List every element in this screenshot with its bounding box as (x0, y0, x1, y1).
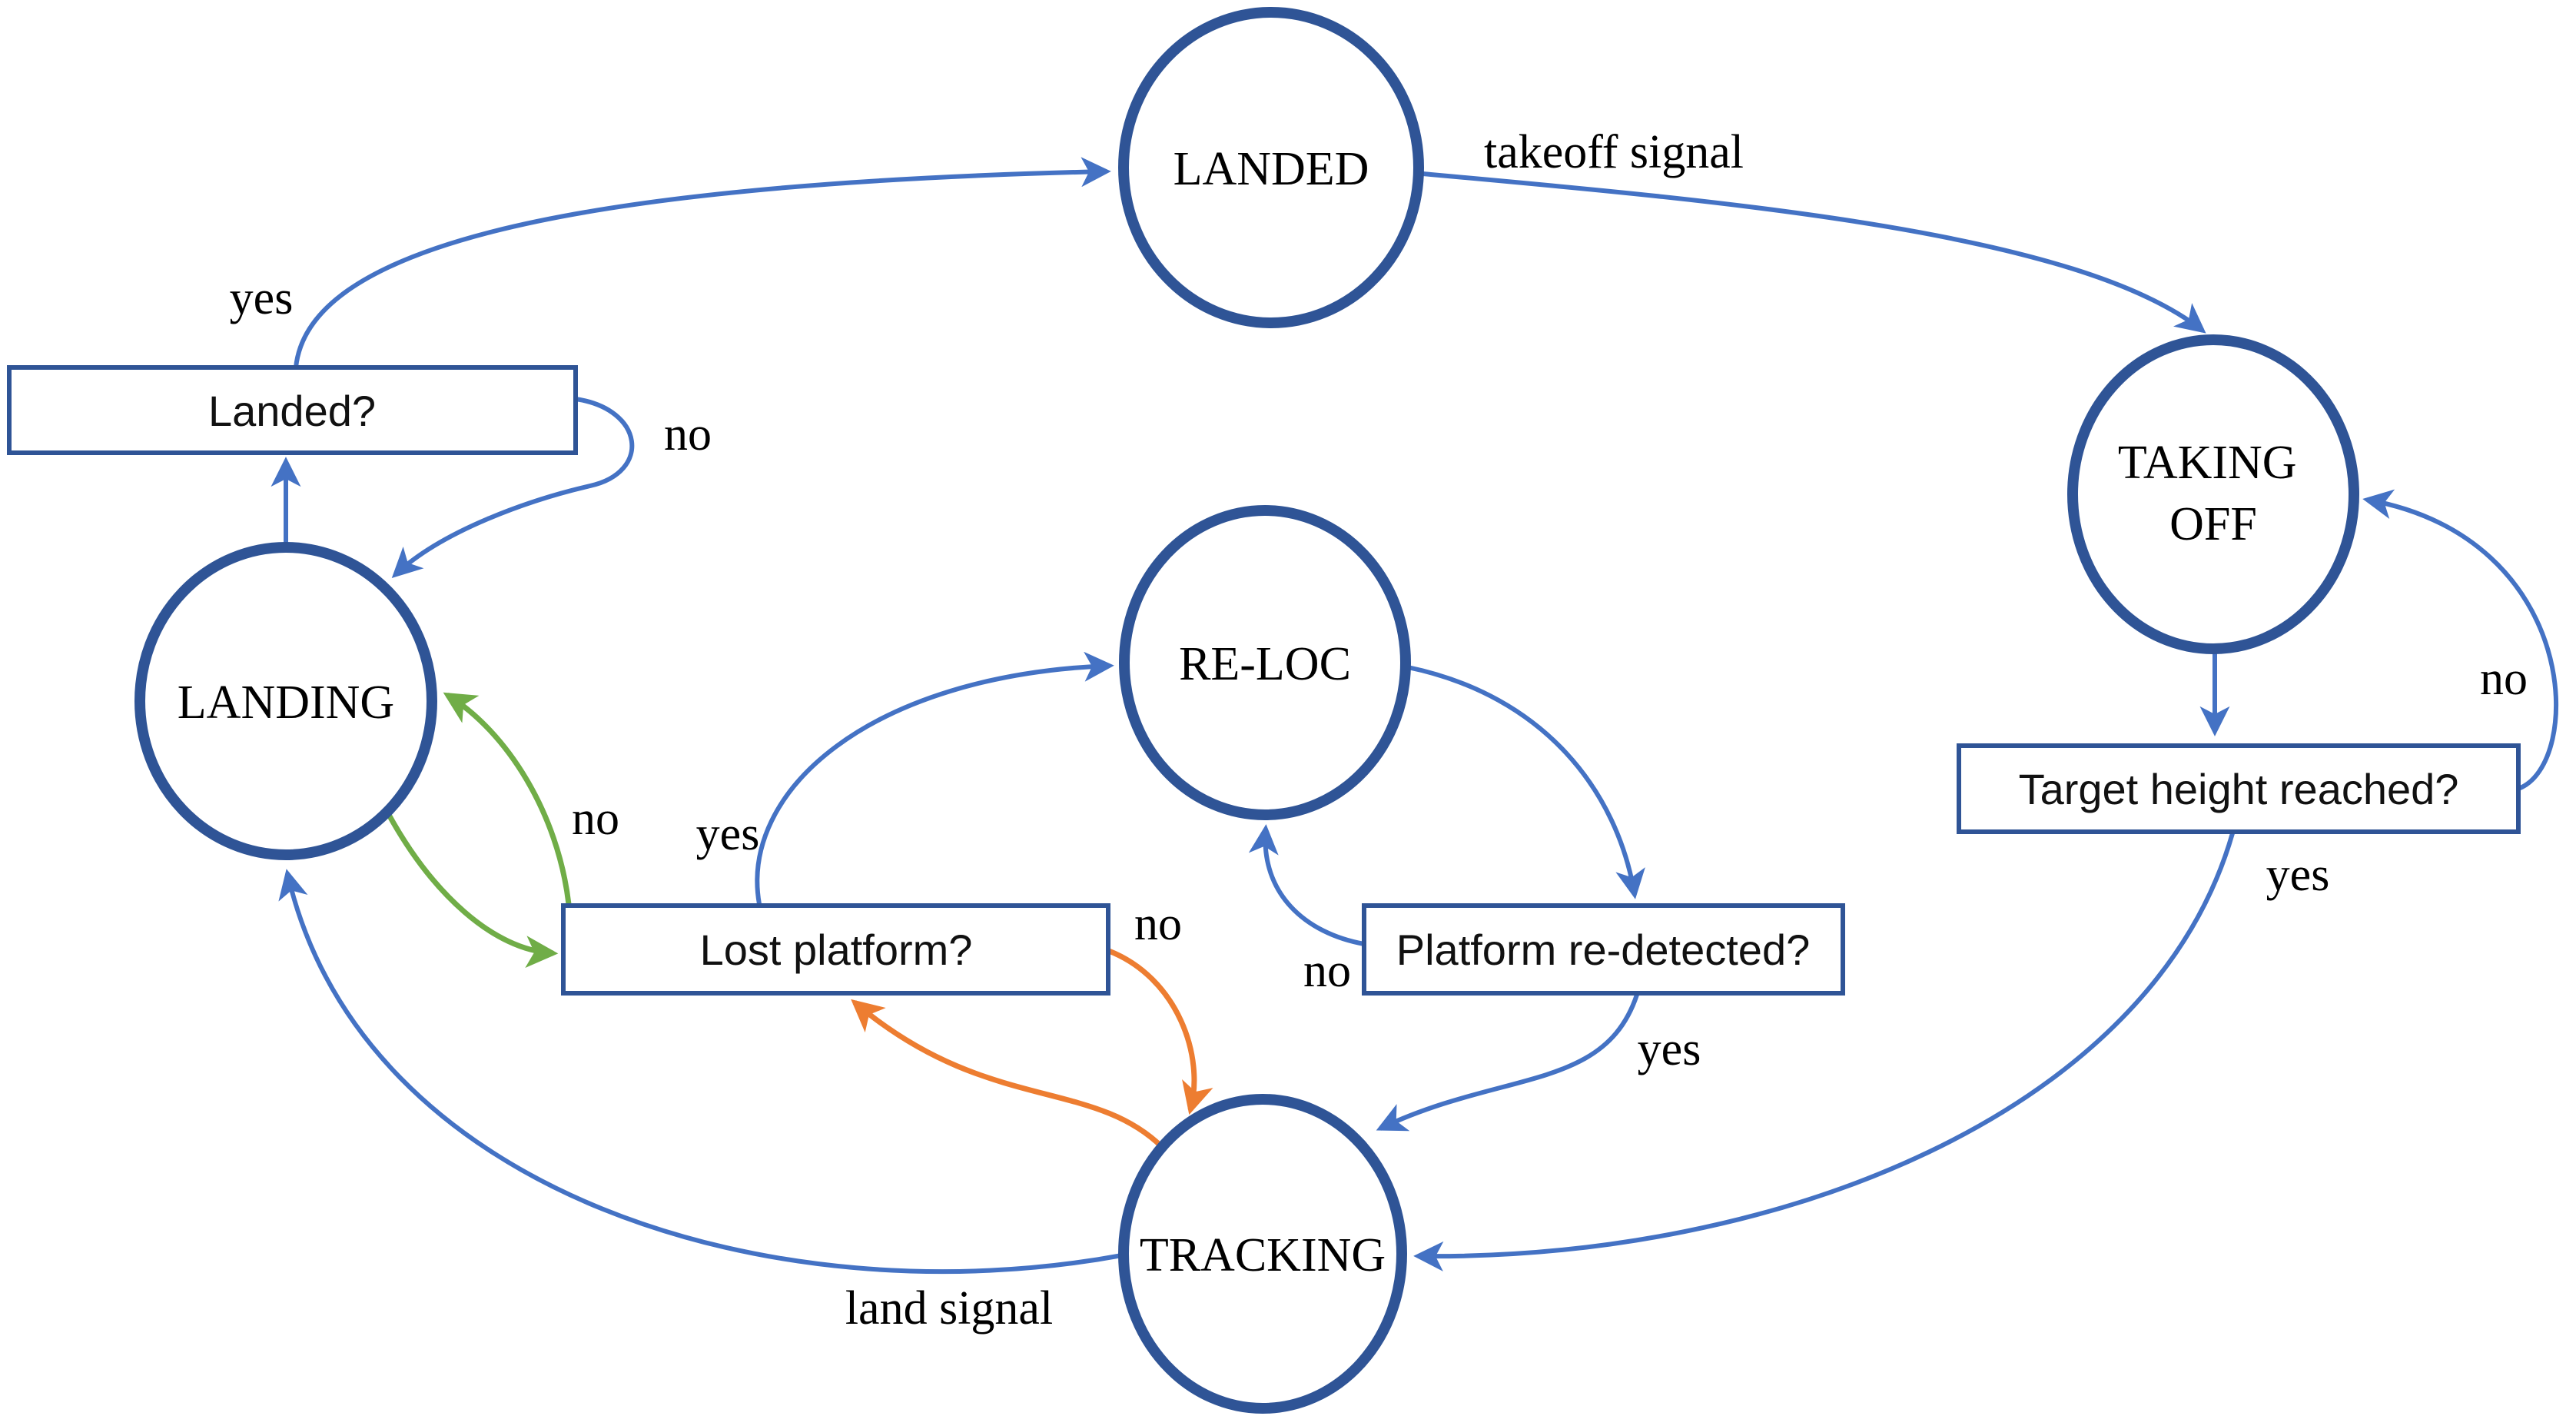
edge-land-signal (278, 869, 1123, 1275)
state-landed-circle (1118, 7, 1424, 328)
edge-landed-no (391, 397, 635, 579)
state-tracking: TRACKING (1118, 1094, 1407, 1414)
state-taking-off-label: TAKING OFF (2118, 437, 2309, 550)
edge-landed-yes (294, 157, 1111, 368)
label-landed-yes: yes (230, 272, 294, 324)
label-takeoff-signal: takeoff signal (1484, 126, 1744, 178)
decision-platform-redetected-q-box (1362, 903, 1845, 996)
decision-target-height-q-label: Target height reached? (2019, 765, 2459, 813)
decision-target-height-q: Target height reached? (1957, 743, 2521, 834)
decision-lost-platform-q-box (561, 903, 1110, 996)
state-landing-label: LANDING (178, 676, 394, 729)
state-taking-off: TAKING OFF (2067, 334, 2359, 654)
decision-platform-redetected-q-label: Platform re-detected? (1396, 926, 1810, 974)
state-taking-off-circle (2067, 334, 2359, 654)
decision-platform-redetected-q: Platform re-detected? (1362, 903, 1845, 996)
label-lost-no-orange: no (1134, 898, 1182, 950)
decision-landed-q-box (7, 365, 578, 455)
decision-landed-q-label: Landed? (208, 387, 376, 435)
state-landing: LANDING (134, 542, 437, 860)
label-lost-yes: yes (696, 808, 760, 860)
edge-tracking-to-lostq (851, 999, 1164, 1149)
edge-takeoff-signal (1422, 171, 2206, 334)
label-target-yes: yes (2266, 849, 2330, 901)
state-re-loc-label: RE-LOC (1179, 638, 1351, 690)
edge-lost-no-orange (1107, 948, 1213, 1115)
label-land-signal: land signal (845, 1282, 1053, 1335)
label-target-no: no (2480, 653, 2528, 705)
label-redetected-yes: yes (1638, 1023, 1701, 1075)
state-landed: LANDED (1118, 7, 1424, 328)
state-tracking-circle (1118, 1094, 1407, 1414)
edge-target-yes (1413, 833, 2235, 1271)
edge-redetected-yes (1376, 994, 1639, 1132)
state-landing-circle (134, 542, 437, 860)
label-redetected-no: no (1303, 945, 1351, 997)
state-landed-label: LANDED (1173, 143, 1369, 195)
state-re-loc: RE-LOC (1119, 505, 1411, 820)
edge-landing-to-lostq (385, 812, 559, 969)
label-lost-no-green: no (572, 793, 619, 845)
decision-target-height-q-box (1957, 743, 2521, 834)
decision-lost-platform-q-label: Lost platform? (700, 926, 973, 974)
label-landed-no: no (664, 408, 712, 460)
edge-lost-no-green (443, 692, 572, 905)
edge-target-no (2362, 489, 2559, 791)
edge-lost-yes (755, 651, 1114, 905)
decision-landed-q: Landed? (7, 365, 578, 455)
state-tracking-label: TRACKING (1140, 1229, 1386, 1281)
state-re-loc-circle (1119, 505, 1411, 820)
edge-reloc-to-redetected (1407, 665, 1645, 899)
decision-lost-platform-q: Lost platform? (561, 903, 1110, 996)
edge-redetected-no (1248, 824, 1365, 946)
